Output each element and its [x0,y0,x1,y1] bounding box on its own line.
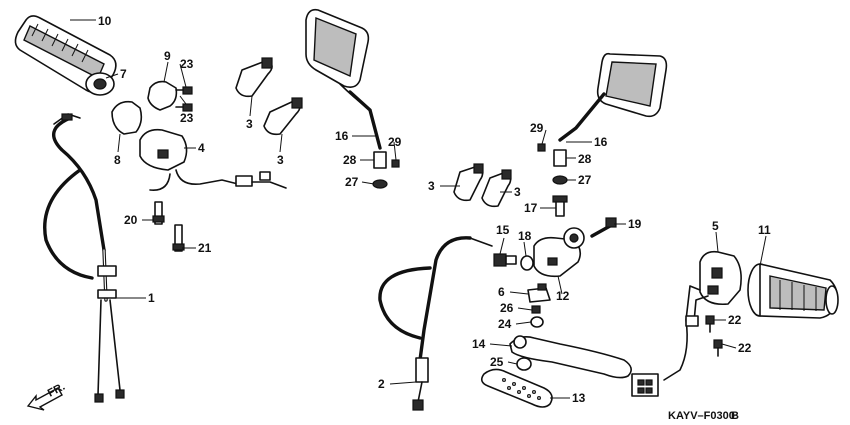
clutch-lever-boot [480,368,553,408]
handlebar-grip [747,263,839,319]
callout-22: 22 [728,313,742,327]
clutch-switch [527,283,551,303]
callout-23: 23 [180,111,194,125]
screw [175,86,193,95]
leader-lines [70,19,767,399]
callout-3: 3 [246,117,253,131]
mirror-adapter [372,151,388,189]
mirror-screw [391,159,400,168]
callout-10: 10 [98,14,112,28]
direction-label: FR. [46,381,67,400]
throttle-housing-upper [147,80,178,111]
callout-27: 27 [345,175,359,189]
screw [713,339,723,357]
left-handlebar-switch [139,128,287,191]
front-direction-arrow: FR. [26,381,67,411]
callout-13: 13 [572,391,586,405]
callout-25: 25 [490,355,504,369]
cable-adjuster [493,253,517,267]
wire-band [263,97,303,136]
callout-16: 16 [335,129,349,143]
diagram-code: KAYV–F0300 [668,410,735,422]
throttle-cable [43,113,125,403]
callout-20: 20 [124,213,138,227]
callout-28: 28 [343,153,357,167]
callout-18: 18 [518,229,532,243]
callout-labels: 10 7 9 23 23 3 3 8 4 16 29 28 27 29 16 2… [98,14,771,405]
callout-12: 12 [556,289,570,303]
right-handlebar-switch [631,250,742,397]
callout-4: 4 [198,141,205,155]
callout-2: 2 [378,377,385,391]
clutch-lever [509,335,632,379]
mirror-screw [537,143,546,152]
diagram-revision: B [731,410,739,422]
bolt [552,195,568,217]
mirror-right [558,52,668,142]
callout-7: 7 [120,67,127,81]
bolt [152,201,165,225]
callout-16: 16 [594,135,608,149]
callout-11: 11 [758,223,771,237]
callout-3: 3 [514,185,521,199]
callout-23: 23 [180,57,194,71]
lever-collar [516,357,532,371]
bolt [172,224,185,252]
callout-19: 19 [628,217,642,231]
wire-band [235,57,273,98]
callout-17: 17 [524,201,538,215]
callout-24: 24 [498,317,512,331]
callout-28: 28 [578,152,592,166]
callout-15: 15 [496,223,510,237]
pivot-screw [531,305,541,314]
mirror-adapter [552,149,568,185]
screw [705,315,715,333]
wire-band [481,169,512,208]
clutch-lever-bracket [533,227,585,278]
throttle-housing-lower [111,100,143,135]
callout-3: 3 [428,179,435,193]
callout-26: 26 [500,301,514,315]
callout-21: 21 [198,241,212,255]
bolt [590,217,617,238]
callout-22: 22 [738,341,752,355]
throttle-grip-pipe [85,72,115,96]
callout-3: 3 [277,153,284,167]
mirror-left [305,8,382,150]
callout-9: 9 [164,49,171,63]
callout-29: 29 [530,121,544,135]
callout-8: 8 [114,153,121,167]
callout-5: 5 [712,219,719,233]
throttle-grip [14,15,117,94]
clutch-cable [378,236,493,411]
callout-1: 1 [148,291,155,305]
wire-band [453,163,484,202]
callout-14: 14 [472,337,486,351]
screw [175,103,193,112]
callout-6: 6 [498,285,505,299]
pivot-nut [530,316,544,328]
arrow-icon [26,387,63,411]
callout-29: 29 [388,135,402,149]
lock-nut [520,255,534,271]
callout-27: 27 [578,173,592,187]
